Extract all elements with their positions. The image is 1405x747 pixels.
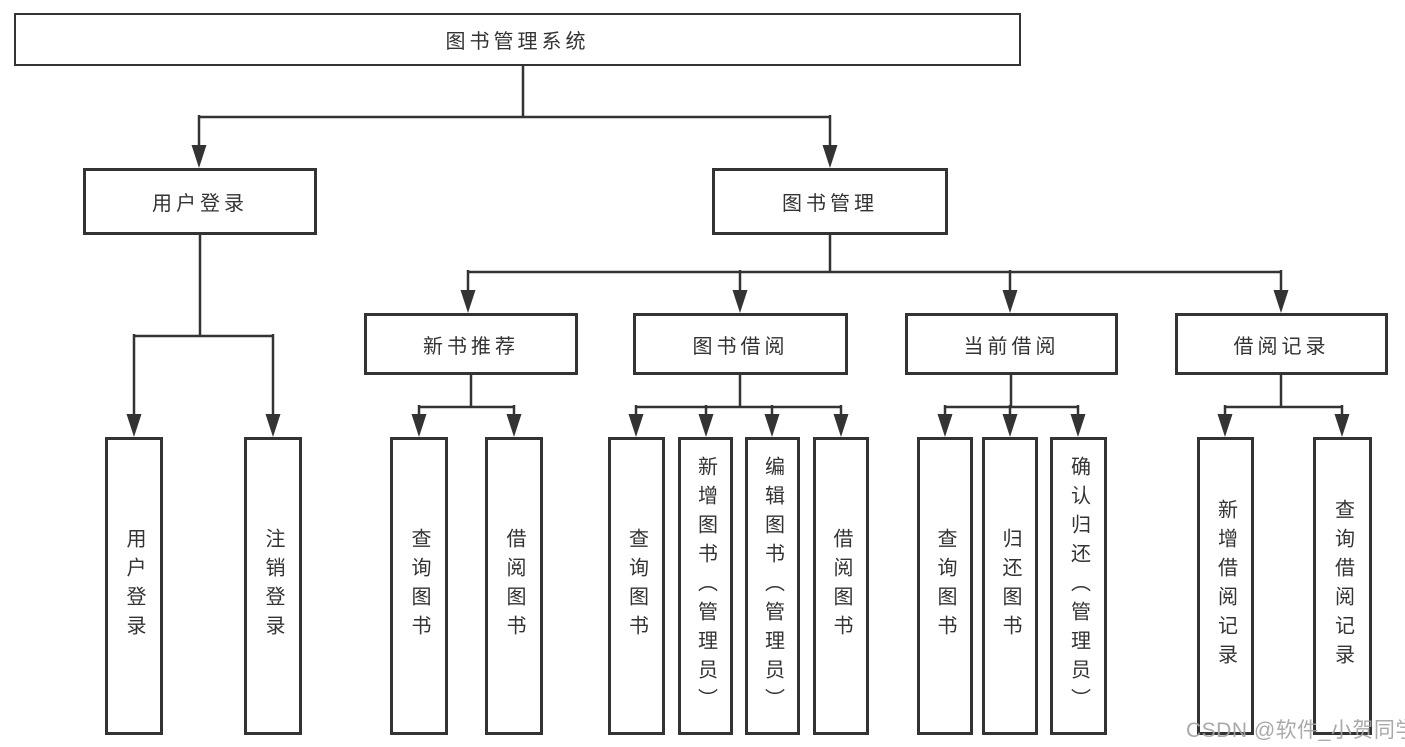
arrowhead — [506, 414, 522, 437]
edge-user-login-children — [132, 235, 275, 418]
node-borrowing-records: 借阅记录 — [1175, 313, 1388, 375]
arrowheads — [126, 145, 1350, 437]
arrowhead — [265, 414, 281, 437]
node-label: 图书管理 — [782, 193, 878, 215]
leaf-user-login: 用户登录 — [105, 437, 163, 735]
node-label: 图书管理系统 — [445, 31, 590, 53]
node-label: 图书借阅 — [692, 335, 789, 358]
arrowhead — [1273, 290, 1289, 313]
leaf-records-add-record: 新增借阅记录 — [1197, 437, 1254, 735]
node-label: 归还图书 — [999, 528, 1021, 644]
arrowhead — [1217, 414, 1233, 437]
node-label: 查询图书 — [408, 528, 430, 644]
node-book-borrowing: 图书借阅 — [633, 313, 848, 375]
node-user-login: 用户登录 — [83, 168, 317, 235]
edge-book-mgmt-children — [466, 235, 1283, 293]
edge-borrow-records-children — [1223, 375, 1344, 418]
node-label: 注销登录 — [262, 528, 284, 644]
node-label: 确认归还（管理员） — [1067, 455, 1090, 717]
csdn-watermark: CSDN @软件_小贺同学 — [1186, 719, 1405, 742]
arrowhead — [822, 145, 838, 168]
node-label: 查询图书 — [934, 528, 956, 644]
arrowhead — [460, 290, 476, 313]
arrowhead — [126, 414, 142, 437]
leaf-borrow-add-books-admin: 新增图书（管理员） — [678, 437, 733, 735]
leaf-records-query-record: 查询借阅记录 — [1313, 437, 1372, 735]
arrowhead — [1070, 414, 1086, 437]
node-label: 用户登录 — [152, 193, 248, 215]
arrowhead — [191, 145, 207, 168]
arrowhead — [1334, 414, 1350, 437]
leaf-logout: 注销登录 — [244, 437, 302, 735]
arrowhead — [1002, 290, 1018, 313]
leaf-current-confirm-return-admin: 确认归还（管理员） — [1050, 437, 1107, 735]
node-label: 用户登录 — [123, 528, 145, 644]
arrowhead — [1002, 414, 1018, 437]
leaf-newrec-borrow-books: 借阅图书 — [485, 437, 543, 735]
node-label: 新增图书（管理员） — [694, 455, 717, 717]
node-label: 查询借阅记录 — [1331, 499, 1354, 673]
arrowhead — [937, 414, 953, 437]
node-book-management: 图书管理 — [712, 168, 948, 235]
edge-book-borrow-children — [634, 375, 843, 418]
node-label: 借阅图书 — [830, 528, 852, 644]
node-label: 新书推荐 — [423, 335, 519, 358]
arrowhead — [628, 414, 644, 437]
node-label: 新增借阅记录 — [1214, 499, 1237, 673]
node-current-borrowing: 当前借阅 — [905, 313, 1118, 375]
node-label: 借阅图书 — [503, 528, 525, 644]
arrowhead — [764, 414, 780, 437]
leaf-current-return-books: 归还图书 — [982, 437, 1038, 735]
node-label: 当前借阅 — [963, 335, 1060, 358]
node-new-book-recommend: 新书推荐 — [364, 313, 578, 375]
arrowhead — [732, 290, 748, 313]
edge-current-borrow-children — [943, 375, 1080, 418]
leaf-newrec-query-books: 查询图书 — [390, 437, 448, 735]
arrowhead — [411, 414, 427, 437]
leaf-current-query-books: 查询图书 — [917, 437, 973, 735]
arrowhead — [833, 414, 849, 437]
node-library-system: 图书管理系统 — [14, 13, 1021, 66]
node-label: 借阅记录 — [1233, 335, 1330, 358]
edge-root-to-level2 — [197, 66, 832, 150]
leaf-borrow-query-books: 查询图书 — [608, 437, 665, 735]
leaf-borrow-edit-books-admin: 编辑图书（管理员） — [745, 437, 800, 735]
node-label: 编辑图书（管理员） — [761, 455, 784, 717]
arrowhead — [698, 414, 714, 437]
edge-new-book-rec-children — [417, 375, 516, 418]
leaf-borrow-borrow-books: 借阅图书 — [813, 437, 869, 735]
node-label: 查询图书 — [625, 528, 648, 644]
